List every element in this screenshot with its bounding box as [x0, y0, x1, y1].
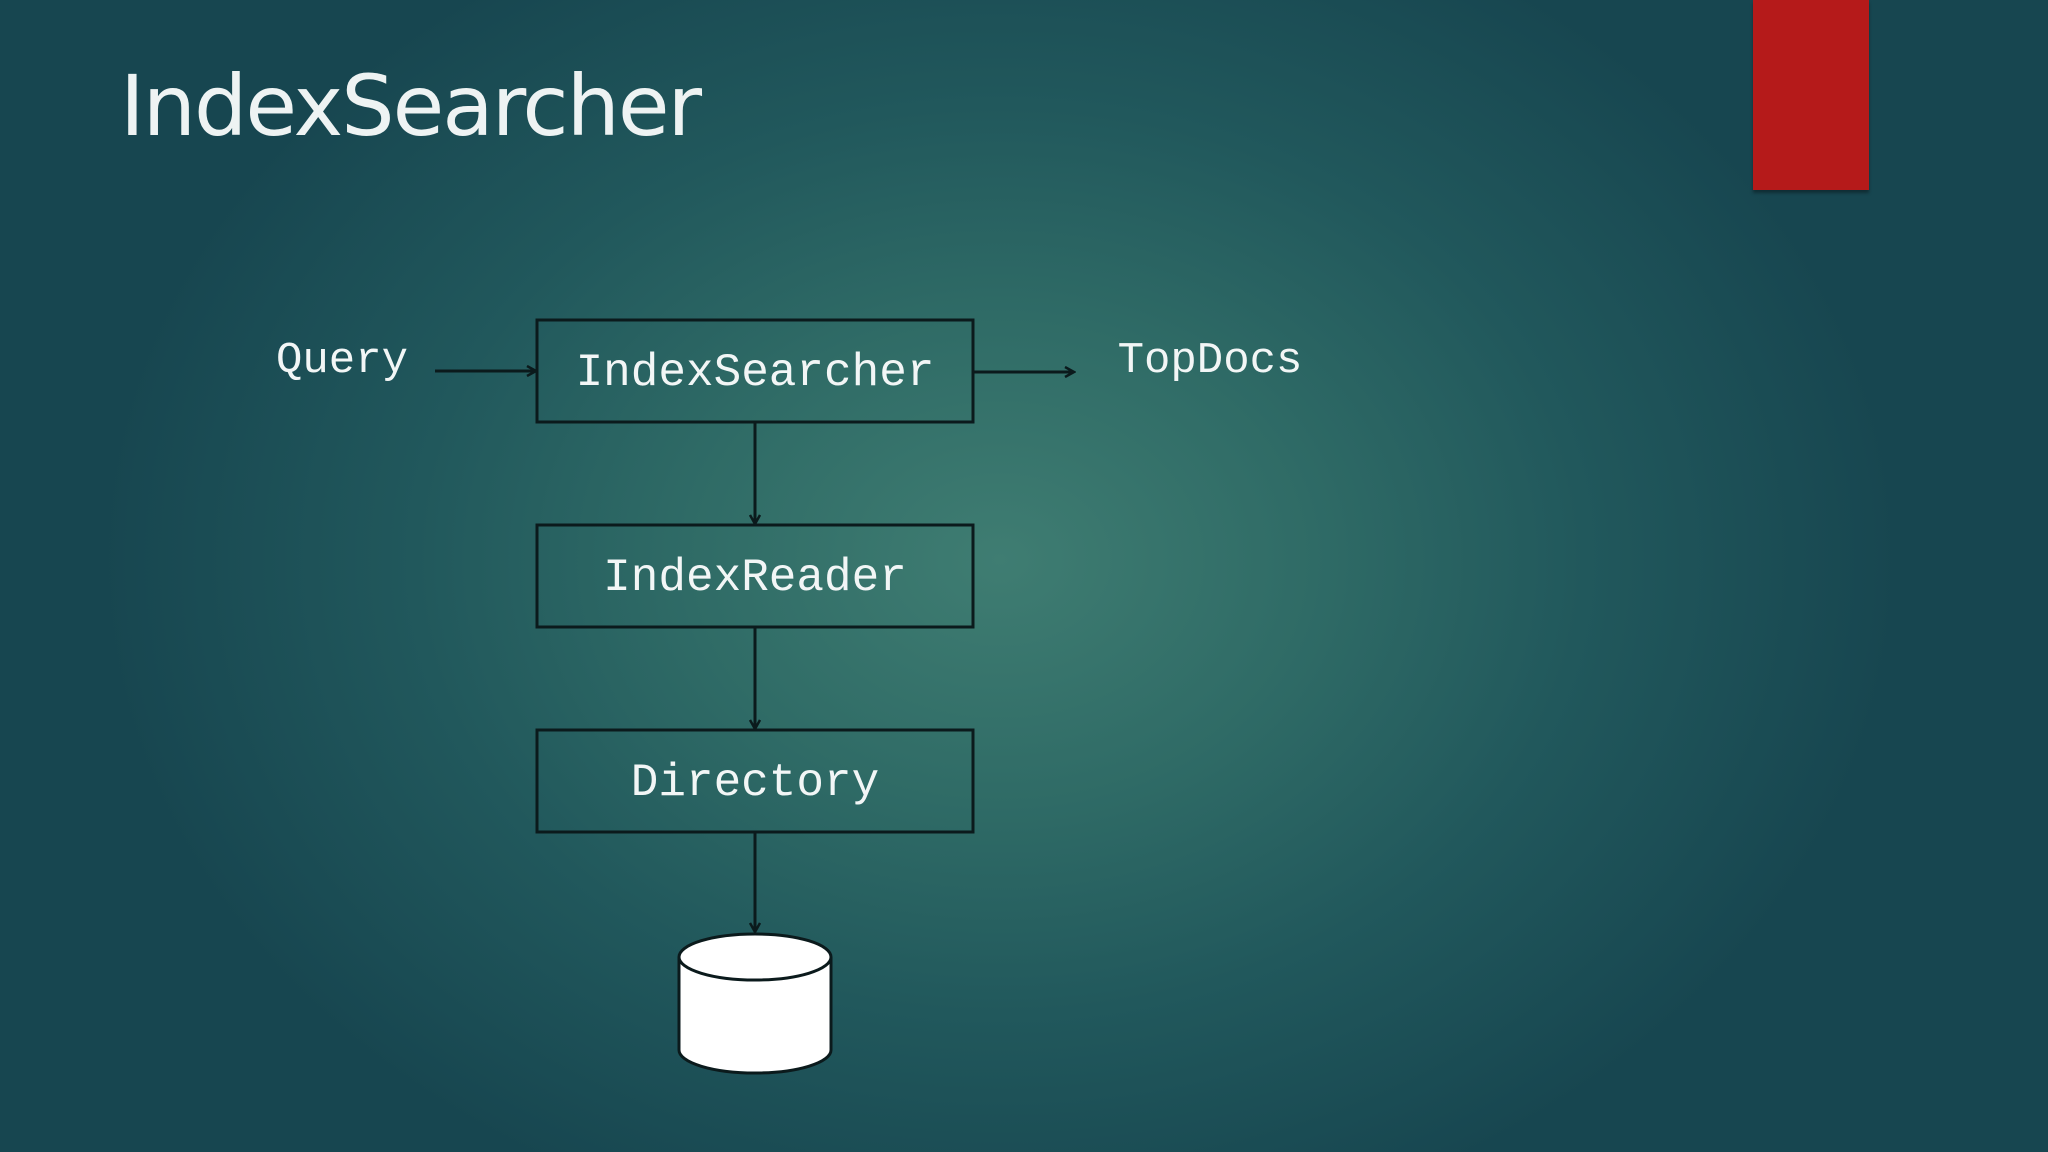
node-directory-label: Directory [631, 757, 879, 809]
node-index-searcher-label: IndexSearcher [576, 347, 935, 399]
query-label: Query [276, 336, 408, 386]
slide-title: IndexSearcher [120, 57, 702, 155]
accent-bar [1753, 0, 1869, 190]
database-cylinder-icon [677, 932, 833, 1075]
node-directory: Directory [535, 728, 975, 834]
topdocs-label: TopDocs [1118, 336, 1303, 386]
node-index-reader: IndexReader [535, 523, 975, 629]
node-index-reader-label: IndexReader [603, 552, 907, 604]
node-index-searcher: IndexSearcher [535, 318, 975, 424]
